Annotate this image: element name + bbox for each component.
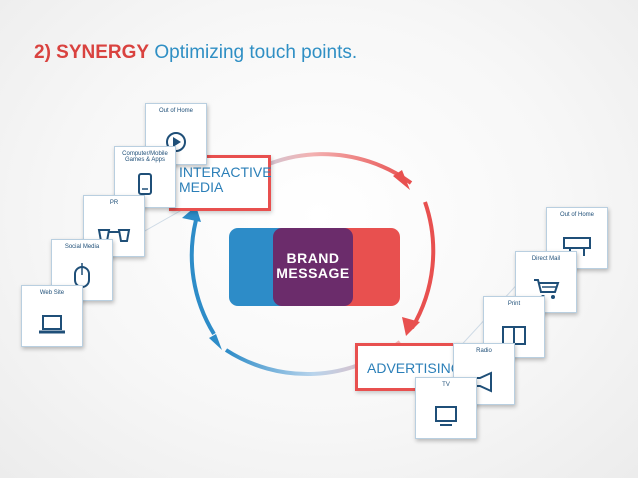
mobile-phone-icon <box>115 172 175 201</box>
card-label: Radio <box>476 348 492 354</box>
brand-message: BRAND MESSAGE <box>273 251 353 281</box>
slide-title: 2) SYNERGY Optimizing touch points. <box>34 42 357 64</box>
card-label: Out of Home <box>158 108 193 114</box>
card-label: Social Media <box>64 244 100 250</box>
card-label: Web Site <box>39 290 65 296</box>
play-icon <box>146 131 206 158</box>
card-label: Print <box>507 301 521 307</box>
interactive-line1: INTERACTIVE <box>179 164 272 180</box>
advertising-text: ADVERTISING <box>367 360 462 376</box>
tv-icon <box>416 405 476 432</box>
brand-pill-purple <box>273 228 353 306</box>
arrowhead-right-top <box>393 170 410 190</box>
card-tv: TV <box>415 377 477 439</box>
brand-line2: MESSAGE <box>276 265 350 281</box>
card-label: PR <box>109 200 119 206</box>
cycle-arc-left <box>189 219 216 336</box>
cycle-arc-right <box>410 201 436 330</box>
card-radio: Radio <box>453 343 515 405</box>
arrowhead-right-bottom <box>402 317 420 336</box>
card-web-site: Web Site <box>21 285 83 347</box>
card-label: Direct Mail <box>531 256 561 262</box>
title-subtitle: Optimizing touch points. <box>154 42 358 63</box>
card-label: Computer/Mobile Games & Apps <box>122 151 168 163</box>
brand-line1: BRAND <box>286 250 340 266</box>
title-strong: 2) SYNERGY <box>34 42 150 63</box>
card-label: TV <box>442 382 450 388</box>
arrowhead-left-bottom <box>209 334 222 350</box>
laptop-icon <box>22 313 82 340</box>
card-label: Out of Home <box>559 212 594 218</box>
interactive-line2: MEDIA <box>179 179 224 195</box>
